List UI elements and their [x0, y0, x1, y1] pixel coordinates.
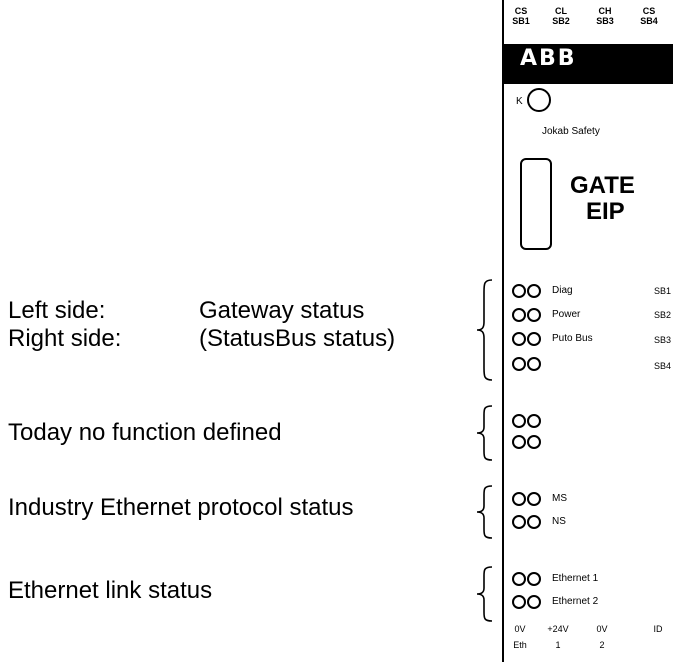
led-label-power: Power [552, 309, 581, 320]
led-pair-ms [512, 492, 544, 508]
brace-protocol [474, 484, 496, 540]
gate-label: GATE [570, 172, 635, 199]
led-pair-ethernet-2 [512, 595, 544, 611]
abb-logo: ABB [520, 46, 577, 71]
led-label-diag: Diag [552, 285, 573, 296]
brace-status [474, 278, 496, 382]
terminal-label: CH [598, 6, 612, 16]
sb2-label: SB2 [654, 310, 672, 320]
terminal-label: SB4 [640, 16, 658, 26]
k-label: K [516, 96, 523, 107]
led-pair-power [512, 308, 544, 324]
sb1-label: SB1 [654, 286, 672, 296]
terminal-label: CS [642, 6, 656, 16]
led-pair-undefined-2 [512, 435, 544, 451]
terminal-label: SB1 [512, 16, 530, 26]
device-slot [520, 158, 552, 250]
statusbus-status-label: (StatusBus status) [199, 325, 396, 352]
terminal-label: +24V [547, 624, 569, 634]
led-pair-undefined-1 [512, 414, 544, 430]
led-pair-ns [512, 515, 544, 531]
terminal-top-4: CS SB4 [634, 6, 664, 26]
terminal-bottom-2: +24V 1 [546, 624, 570, 650]
led-label-bus: Puto Bus [552, 333, 593, 344]
led-pair-bus [512, 332, 544, 348]
terminal-top-1: CS SB1 [506, 6, 536, 26]
led-pair-diag [512, 284, 544, 300]
brace-ethernet [474, 565, 496, 623]
brace-no-function [474, 404, 496, 462]
brand-bar [504, 44, 673, 84]
industry-ethernet-label: Industry Ethernet protocol status [8, 494, 354, 521]
terminal-label: 0V [596, 624, 608, 634]
led-label-ethernet-2: Ethernet 2 [552, 596, 599, 607]
terminal-label: 0V [514, 624, 526, 634]
terminal-label: CS [514, 6, 528, 16]
terminal-label: Eth [513, 640, 527, 650]
sb4-label: SB4 [654, 361, 672, 371]
gateway-module: CS SB1 CL SB2 CH SB3 CS SB4 ABB K Jokab … [502, 0, 673, 662]
terminal-bottom-1: 0V Eth [508, 624, 532, 650]
led-pair-ethernet-1 [512, 572, 544, 588]
terminal-label: ID [653, 624, 663, 634]
maker-label: Jokab Safety [542, 126, 600, 137]
terminal-label: 1 [555, 640, 561, 650]
gateway-status-label: Gateway status [199, 297, 365, 324]
led-label-ns: NS [552, 516, 566, 527]
terminal-top-2: CL SB2 [546, 6, 576, 26]
k-indicator [527, 88, 551, 112]
right-side-label: Right side: [8, 325, 122, 352]
sb3-label: SB3 [654, 335, 672, 345]
ethernet-link-label: Ethernet link status [8, 577, 213, 604]
led-label-ms: MS [552, 493, 567, 504]
terminal-bottom-4: ID [646, 624, 670, 640]
led-pair-sb4 [512, 357, 544, 373]
terminal-label: SB3 [596, 16, 614, 26]
terminal-label: CL [555, 6, 567, 16]
led-label-ethernet-1: Ethernet 1 [552, 573, 599, 584]
terminal-bottom-3: 0V 2 [590, 624, 614, 650]
terminal-label: SB2 [552, 16, 570, 26]
no-function-label: Today no function defined [8, 419, 282, 446]
left-side-label: Left side: [8, 297, 106, 324]
terminal-top-3: CH SB3 [590, 6, 620, 26]
eip-label: EIP [586, 198, 625, 225]
terminal-label: 2 [599, 640, 605, 650]
